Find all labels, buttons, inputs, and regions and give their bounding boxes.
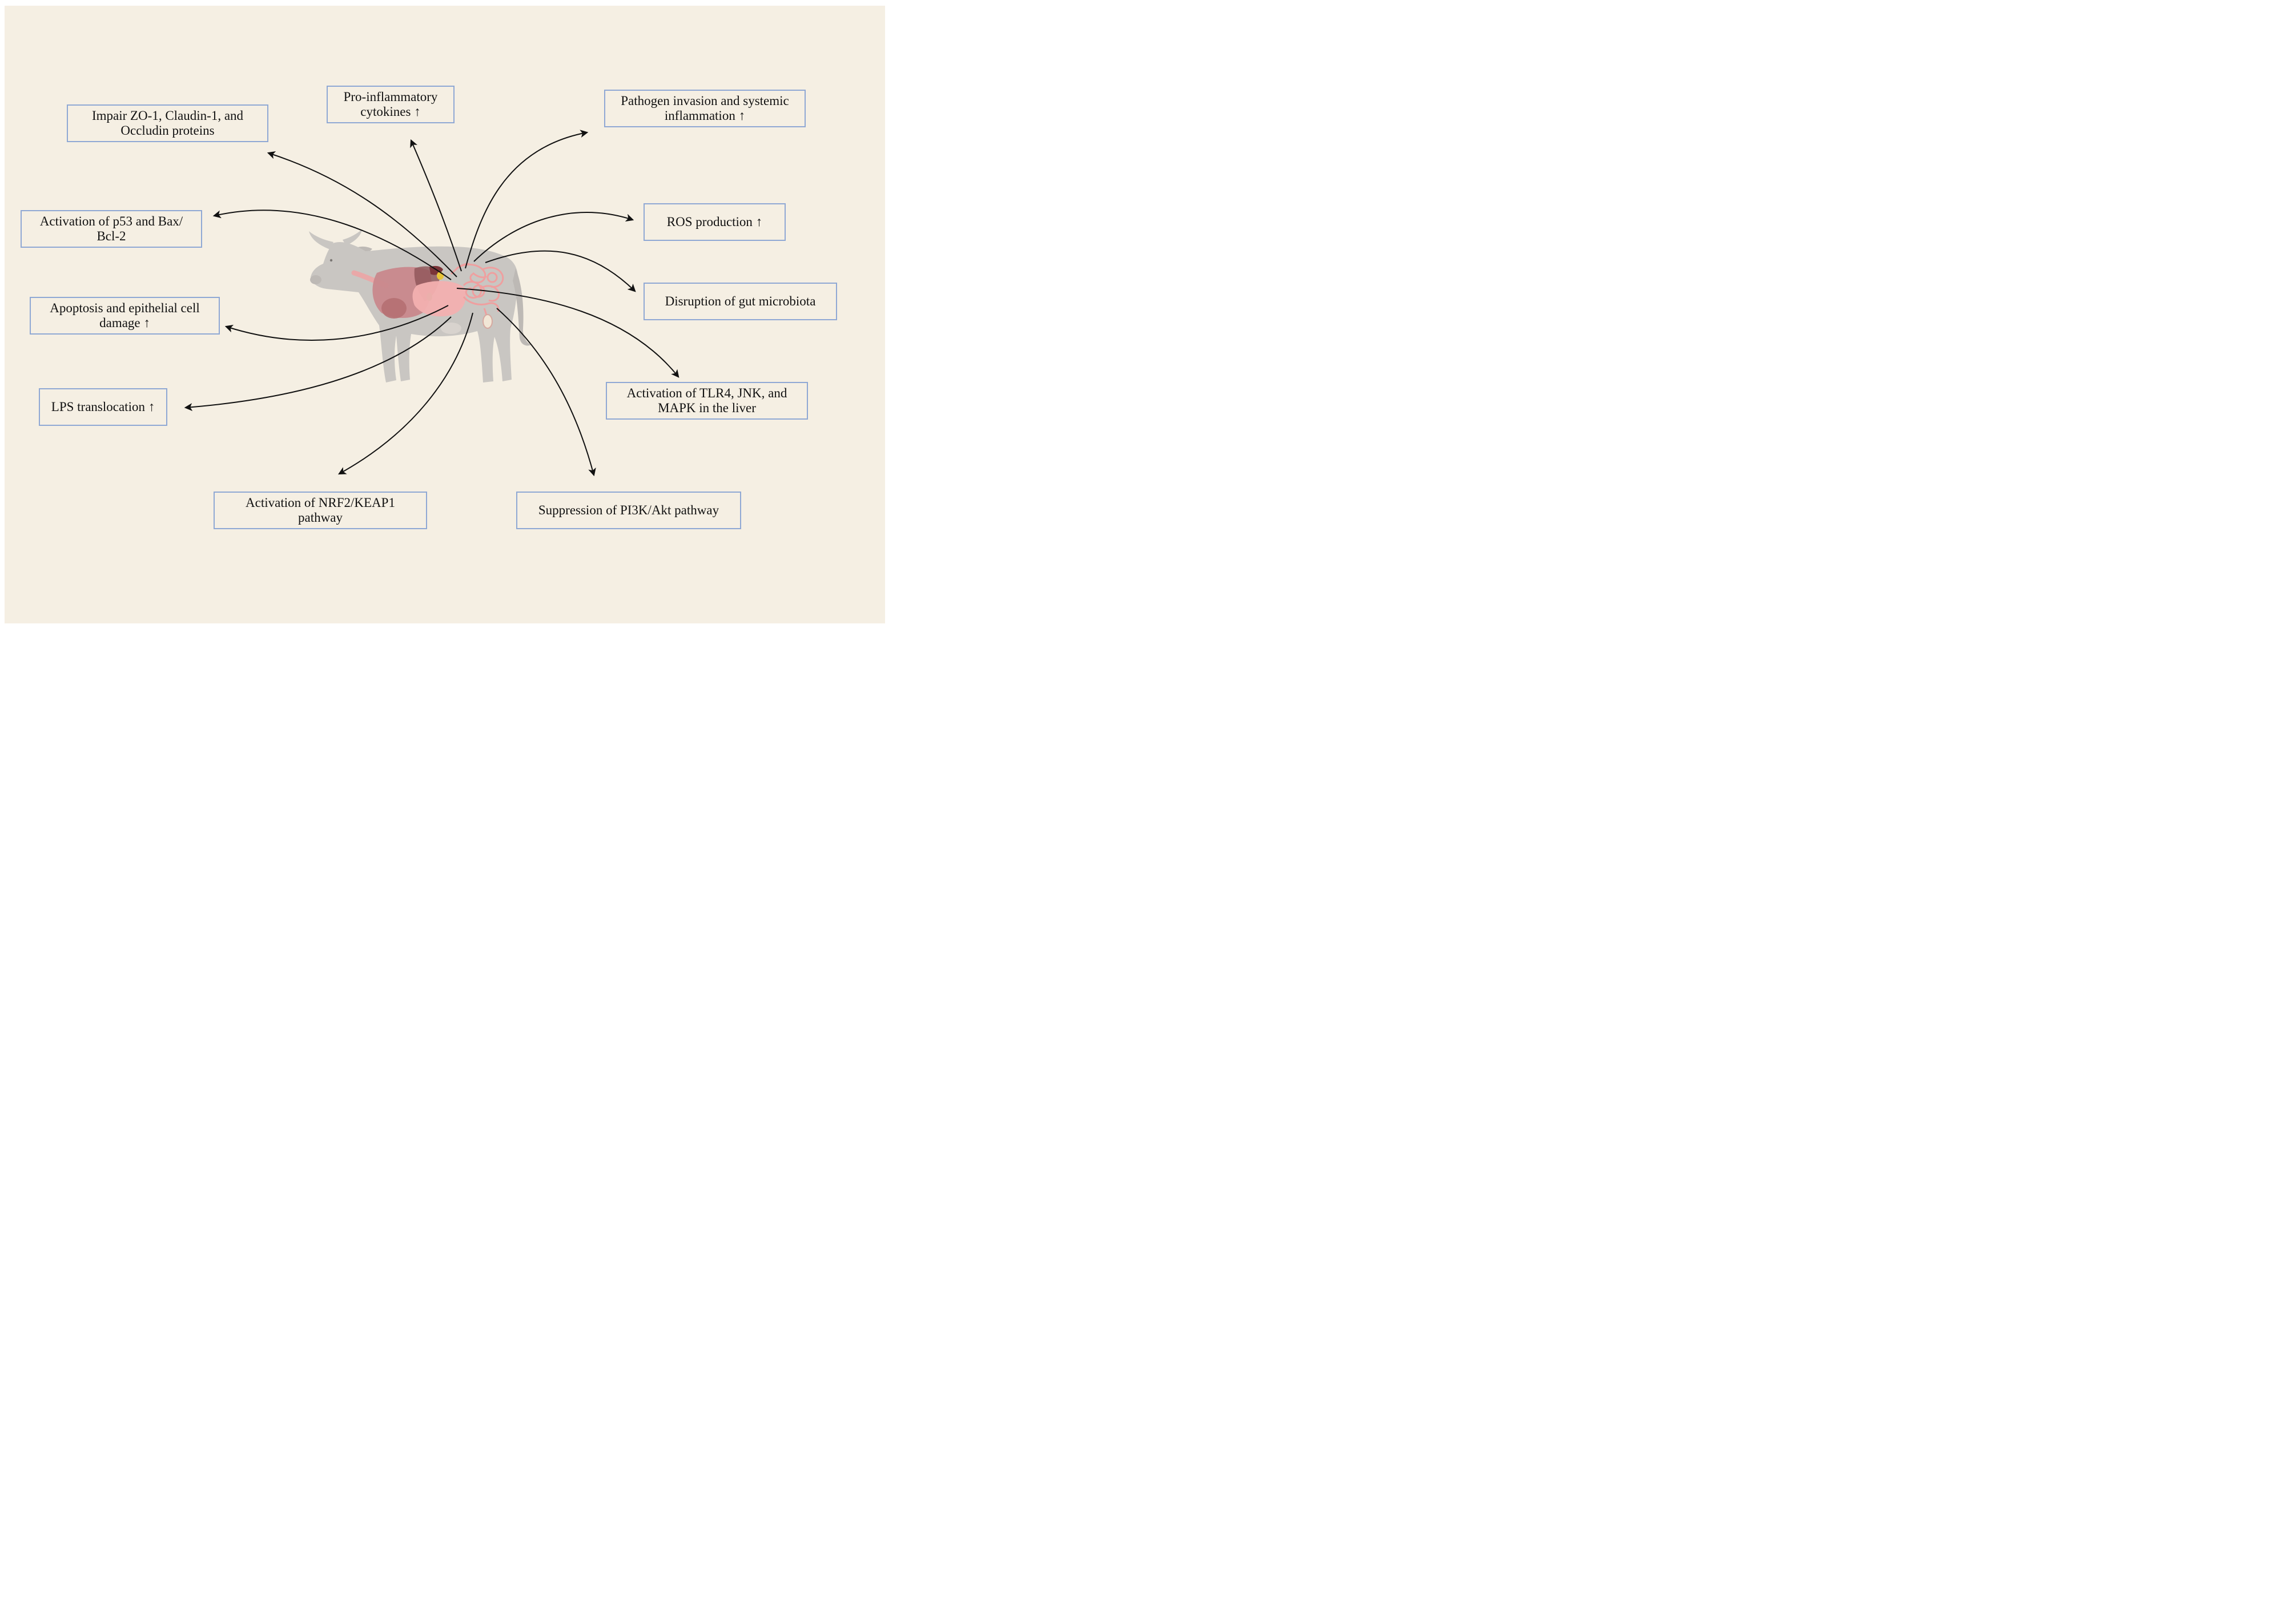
arrow-ros bbox=[473, 212, 634, 262]
box-pi3k: Suppression of PI3K/Akt pathway bbox=[516, 492, 741, 529]
connector-arrows bbox=[184, 130, 679, 477]
box-ros: ROS production ↑ bbox=[644, 203, 786, 241]
box-cytokines-text: Pro-inflammatory cytokines ↑ bbox=[343, 90, 438, 119]
diagram-graphics bbox=[184, 130, 679, 477]
box-lps: LPS translocation ↑ bbox=[39, 388, 167, 426]
box-microbiota: Disruption of gut microbiota bbox=[644, 283, 837, 320]
organs-illustration bbox=[351, 263, 504, 329]
arrow-pathogen bbox=[465, 130, 589, 269]
box-nrf2: Activation of NRF2/KEAP1 pathway bbox=[214, 492, 427, 529]
diagram-canvas: Impair ZO-1, Claudin-1, and Occludin pro… bbox=[0, 0, 890, 627]
arrow-microbiota bbox=[485, 250, 636, 292]
arrow-pi3k bbox=[496, 308, 596, 477]
box-ros-text: ROS production ↑ bbox=[666, 215, 763, 229]
box-nrf2-text: Activation of NRF2/KEAP1 pathway bbox=[246, 496, 395, 525]
box-lps-text: LPS translocation ↑ bbox=[51, 400, 155, 414]
arrow-tlr4 bbox=[456, 288, 679, 378]
box-cytokines: Pro-inflammatory cytokines ↑ bbox=[327, 86, 455, 123]
box-apoptosis-text: Apoptosis and epithelial cell damage ↑ bbox=[50, 301, 200, 330]
box-tlr4: Activation of TLR4, JNK, and MAPK in the… bbox=[606, 382, 808, 420]
arrow-tight-junction bbox=[267, 151, 457, 277]
arrow-p53 bbox=[212, 210, 452, 280]
arrow-lps bbox=[184, 316, 452, 412]
box-tight-junction: Impair ZO-1, Claudin-1, and Occludin pro… bbox=[67, 104, 268, 142]
arrow-apoptosis bbox=[224, 305, 449, 341]
box-pi3k-text: Suppression of PI3K/Akt pathway bbox=[538, 503, 719, 517]
arrow-cytokines bbox=[410, 139, 462, 272]
box-pathogen: Pathogen invasion and systemic inflammat… bbox=[604, 90, 806, 127]
box-microbiota-text: Disruption of gut microbiota bbox=[665, 294, 816, 308]
box-tlr4-text: Activation of TLR4, JNK, and MAPK in the… bbox=[626, 386, 787, 415]
box-p53: Activation of p53 and Bax/ Bcl-2 bbox=[21, 210, 202, 248]
box-tight-junction-text: Impair ZO-1, Claudin-1, and Occludin pro… bbox=[91, 108, 244, 138]
arrow-nrf2 bbox=[337, 312, 473, 475]
box-pathogen-text: Pathogen invasion and systemic inflammat… bbox=[621, 94, 789, 123]
box-apoptosis: Apoptosis and epithelial cell damage ↑ bbox=[30, 297, 220, 335]
box-p53-text: Activation of p53 and Bax/ Bcl-2 bbox=[39, 214, 183, 243]
